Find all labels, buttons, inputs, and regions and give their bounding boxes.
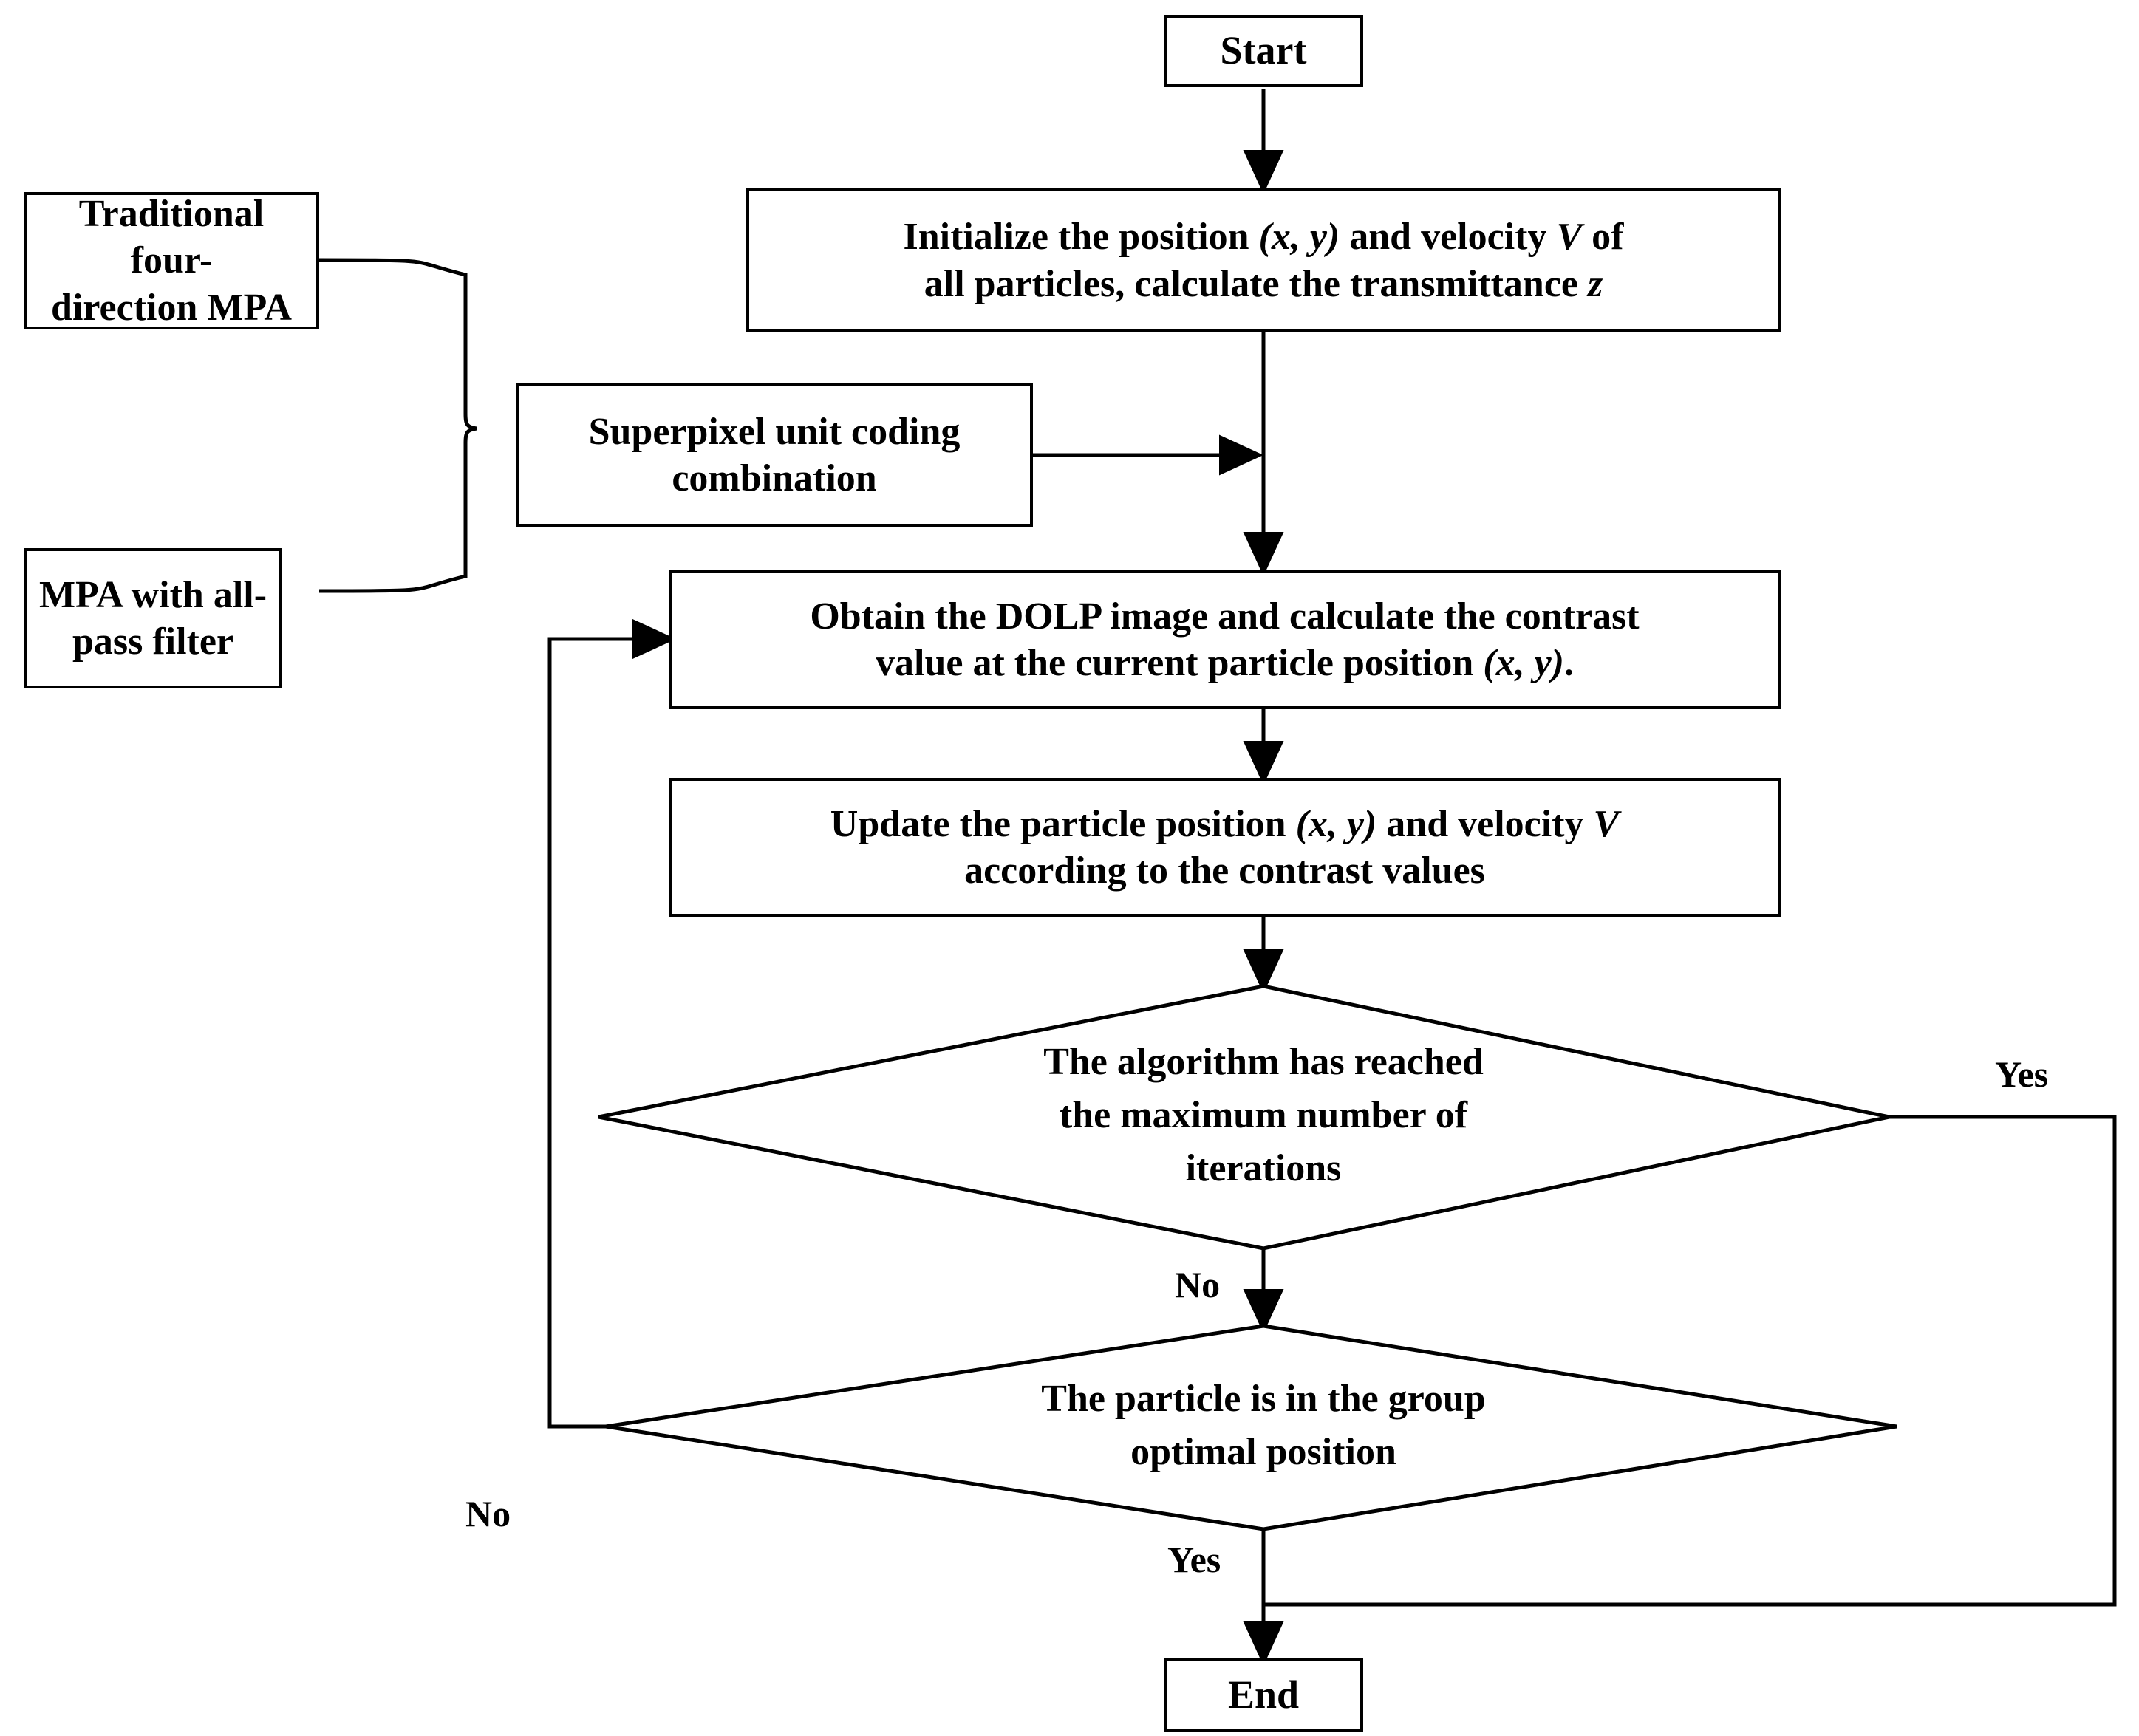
node-update-particle-line2: according to the contrast values (964, 850, 1485, 892)
node-traditional-four-direction-mpa[interactable]: Traditional four- direction MPA (24, 192, 319, 329)
node-update-particle-position[interactable]: Update the particle position (x, y) and … (669, 778, 1781, 917)
edge-label-group-opt-yes: Yes (1167, 1539, 1221, 1580)
decision-group-opt-line1: The particle is in the group (1041, 1378, 1486, 1421)
decision-max-iter-label: The algorithm has reached the maximum nu… (909, 1027, 1618, 1204)
edge-label-group-opt-no: No (465, 1493, 511, 1534)
node-obtain-dolp-line2: value at the current particle position (… (876, 642, 1574, 684)
decision-group-opt-shape (605, 1324, 1897, 1531)
node-mpa-with-all-pass-filter[interactable]: MPA with all- pass filter (24, 548, 282, 688)
edge-label-max-iter-no: No (1175, 1264, 1221, 1305)
decision-max-iter-line2: the maximum number of (1059, 1094, 1468, 1137)
node-traditional-mpa-line1: Traditional four- (78, 192, 265, 282)
decision-max-iter-shape (598, 984, 1890, 1251)
node-superpixel-line2: combination (672, 457, 877, 499)
brace-mpa-group (318, 258, 477, 593)
node-obtain-dolp-line1: Obtain the DOLP image and calculate the … (810, 595, 1640, 638)
decision-max-iter-line1: The algorithm has reached (1043, 1041, 1484, 1084)
node-update-particle-line1: Update the particle position (x, y) and … (830, 802, 1620, 845)
node-end-label: End (1227, 1672, 1300, 1718)
edge-label-max-iter-yes: Yes (1995, 1053, 2049, 1095)
node-superpixel-unit-coding-combination[interactable]: Superpixel unit coding combination (516, 383, 1033, 527)
edge-group-opt-no-return (547, 618, 676, 1429)
node-mpa-allpass-line2: pass filter (72, 621, 234, 663)
decision-group-opt-line2: optimal position (1130, 1431, 1396, 1473)
node-start[interactable]: Start (1164, 15, 1363, 87)
node-traditional-mpa-line2: direction MPA (51, 286, 292, 329)
node-mpa-allpass-line1: MPA with all- (38, 573, 267, 616)
node-initialize-line2: all particles, calculate the transmittan… (924, 262, 1603, 305)
decision-group-opt-label: The particle is in the group optimal pos… (909, 1363, 1618, 1489)
node-start-label: Start (1220, 28, 1307, 73)
node-initialize[interactable]: Initialize the position (x, y) and veloc… (746, 188, 1781, 332)
node-initialize-line1: Initialize the position (x, y) and veloc… (903, 216, 1624, 259)
node-obtain-dolp-image[interactable]: Obtain the DOLP image and calculate the … (669, 570, 1781, 709)
decision-max-iter-line3: iterations (1185, 1146, 1342, 1189)
edge-max-iter-yes-return (1263, 1115, 2117, 1607)
node-end[interactable]: End (1164, 1658, 1363, 1732)
node-superpixel-line1: Superpixel unit coding (588, 410, 961, 453)
